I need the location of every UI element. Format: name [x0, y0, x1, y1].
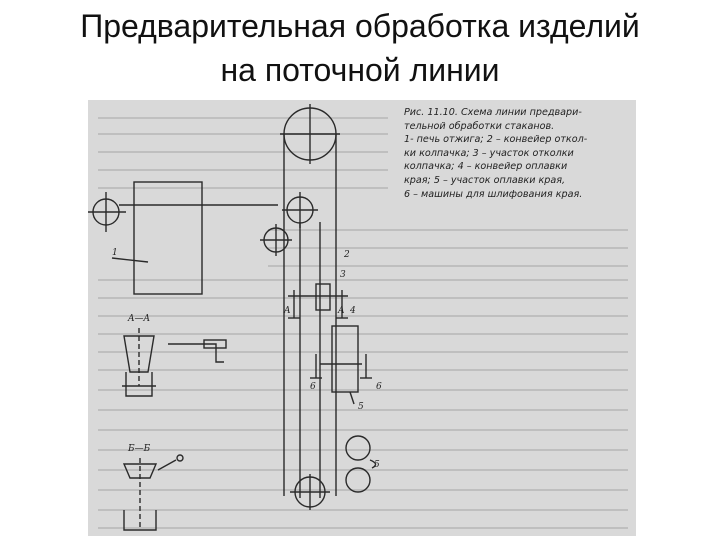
label-section-a-left: A: [284, 306, 291, 316]
slide-title: Предварительная обработка изделий на пот…: [0, 4, 720, 92]
slide-title-line1: Предварительная обработка изделий: [80, 8, 640, 44]
label-section-bb: Б—Б: [128, 444, 151, 454]
caption-line-2: тельной обработки стаканов.: [404, 120, 555, 132]
slide-title-line2: на поточной линии: [220, 52, 500, 88]
caption-line-6: края; 5 – участок оплавки края,: [404, 174, 566, 186]
label-5b: 5: [374, 460, 380, 470]
grinding-machine-1: [345, 435, 371, 461]
figure-caption: Рис. 11.10. Схема линии предвари- тельно…: [404, 106, 632, 201]
caption-line-5: колпачка; 4 – конвейер оплавки: [404, 161, 568, 173]
caption-line-3: 1- печь отжига; 2 – конвейер откол-: [404, 134, 588, 146]
label-2: 2: [344, 250, 350, 260]
background-text-texture: [98, 117, 628, 529]
label-1: 1: [112, 248, 118, 258]
caption-line-1-text: Схема линии предвари-: [460, 107, 582, 118]
label-3: 3: [340, 270, 346, 280]
grinding-machine-2: [345, 467, 371, 493]
label-4: 4: [350, 306, 356, 316]
caption-line-1: Рис. 11.10. Схема линии предвари-: [404, 106, 632, 120]
label-section-aa: A—A: [128, 314, 150, 324]
label-5a: 5: [358, 402, 364, 412]
caption-line-7: 6 – машины для шлифования края.: [404, 188, 583, 200]
cap-cracking-unit: [315, 283, 331, 311]
scanned-figure: Рис. 11.10. Схема линии предвари- тельно…: [88, 100, 636, 536]
label-6a: 6: [310, 382, 316, 392]
label-6b: 6: [376, 382, 382, 392]
caption-ref: Рис. 11.10.: [404, 107, 458, 118]
annealing-furnace: [133, 181, 203, 295]
caption-line-4: ки колпачка; 3 – участок отколки: [404, 147, 574, 159]
label-section-a-right: A: [338, 306, 345, 316]
edge-melting-unit: [331, 325, 359, 393]
section-aa-cup: [123, 335, 155, 373]
section-bb-cup: [122, 463, 158, 479]
line-schematic: [88, 104, 628, 531]
